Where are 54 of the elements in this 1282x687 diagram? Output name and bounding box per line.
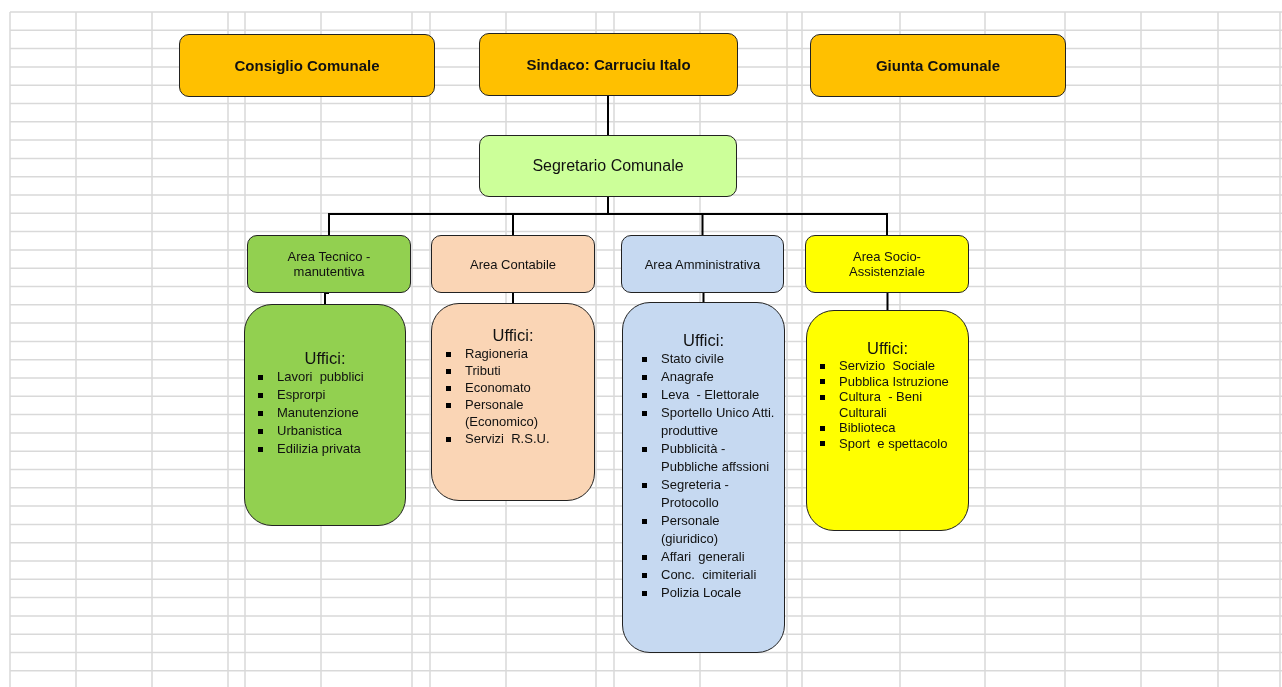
office-item: Sport e spettacolo bbox=[839, 435, 948, 451]
role-box bbox=[479, 135, 737, 197]
office-item: Economato bbox=[465, 380, 531, 395]
office-item: Personale (giuridico) bbox=[661, 513, 721, 546]
office-item: Personale (Economico) bbox=[465, 397, 538, 429]
office-list-box bbox=[622, 302, 785, 653]
office-item: Anagrafe bbox=[661, 369, 714, 384]
node-label: Area Contabile bbox=[469, 256, 557, 272]
office-item: Urbanistica bbox=[277, 423, 343, 438]
office-item: Cultura - Beni Culturali bbox=[839, 389, 924, 420]
node-label: Sindaco: Carruciu Italo bbox=[526, 56, 691, 73]
office-item: Leva - Elettorale bbox=[661, 387, 760, 402]
connector-line bbox=[607, 95, 610, 136]
node-label: Area Socio- Assistenziale bbox=[848, 249, 926, 279]
office-item: Stato civile bbox=[661, 351, 724, 366]
list-heading: Uffici: bbox=[491, 326, 535, 345]
office-list-box bbox=[806, 310, 969, 531]
area-box bbox=[621, 235, 784, 293]
role-box bbox=[479, 33, 738, 96]
office-item: Segreteria - Protocollo bbox=[661, 477, 730, 510]
office-item: Tributi bbox=[465, 363, 501, 378]
area-box bbox=[247, 235, 411, 293]
office-item: Pubblicità - Pubbliche affssioni bbox=[661, 441, 770, 474]
list-heading: Uffici: bbox=[682, 331, 725, 350]
office-item: Esprorpi bbox=[277, 387, 326, 402]
list-heading: Uffici: bbox=[866, 339, 909, 358]
office-item: Edilizia privata bbox=[277, 441, 361, 456]
office-item: Biblioteca bbox=[839, 420, 896, 435]
office-item: Pubblica Istruzione bbox=[839, 373, 949, 389]
office-item: Lavori pubblici bbox=[277, 369, 364, 384]
connector-line bbox=[886, 292, 889, 311]
node-label: Area Tecnico - manutentiva bbox=[286, 249, 372, 279]
node-label: Area Amministrativa bbox=[643, 256, 762, 272]
role-box bbox=[810, 34, 1066, 97]
office-item: Sportello Unico Atti. produttive bbox=[661, 405, 776, 438]
office-item: Conc. cimiteriali bbox=[661, 567, 757, 582]
node-label: Segretario Comunale bbox=[532, 157, 684, 175]
connector-line bbox=[512, 292, 514, 304]
role-box bbox=[179, 34, 435, 97]
office-item: Affari generali bbox=[661, 549, 745, 564]
office-item: Servizi R.S.U. bbox=[465, 431, 550, 446]
office-item: Manutenzione bbox=[277, 405, 359, 420]
node-label: Consiglio Comunale bbox=[234, 57, 380, 74]
node-label: Giunta Comunale bbox=[875, 57, 1001, 74]
connector-line bbox=[607, 196, 888, 236]
office-item: Ragioneria bbox=[465, 346, 528, 361]
area-box bbox=[805, 235, 969, 293]
area-box bbox=[431, 235, 595, 293]
office-list-box bbox=[244, 304, 406, 526]
office-list-box bbox=[431, 303, 595, 501]
list-heading: Uffici: bbox=[303, 349, 347, 368]
office-item: Polizia Locale bbox=[661, 585, 742, 600]
office-item: Servizio Sociale bbox=[839, 358, 936, 373]
connector-line bbox=[701, 292, 705, 303]
